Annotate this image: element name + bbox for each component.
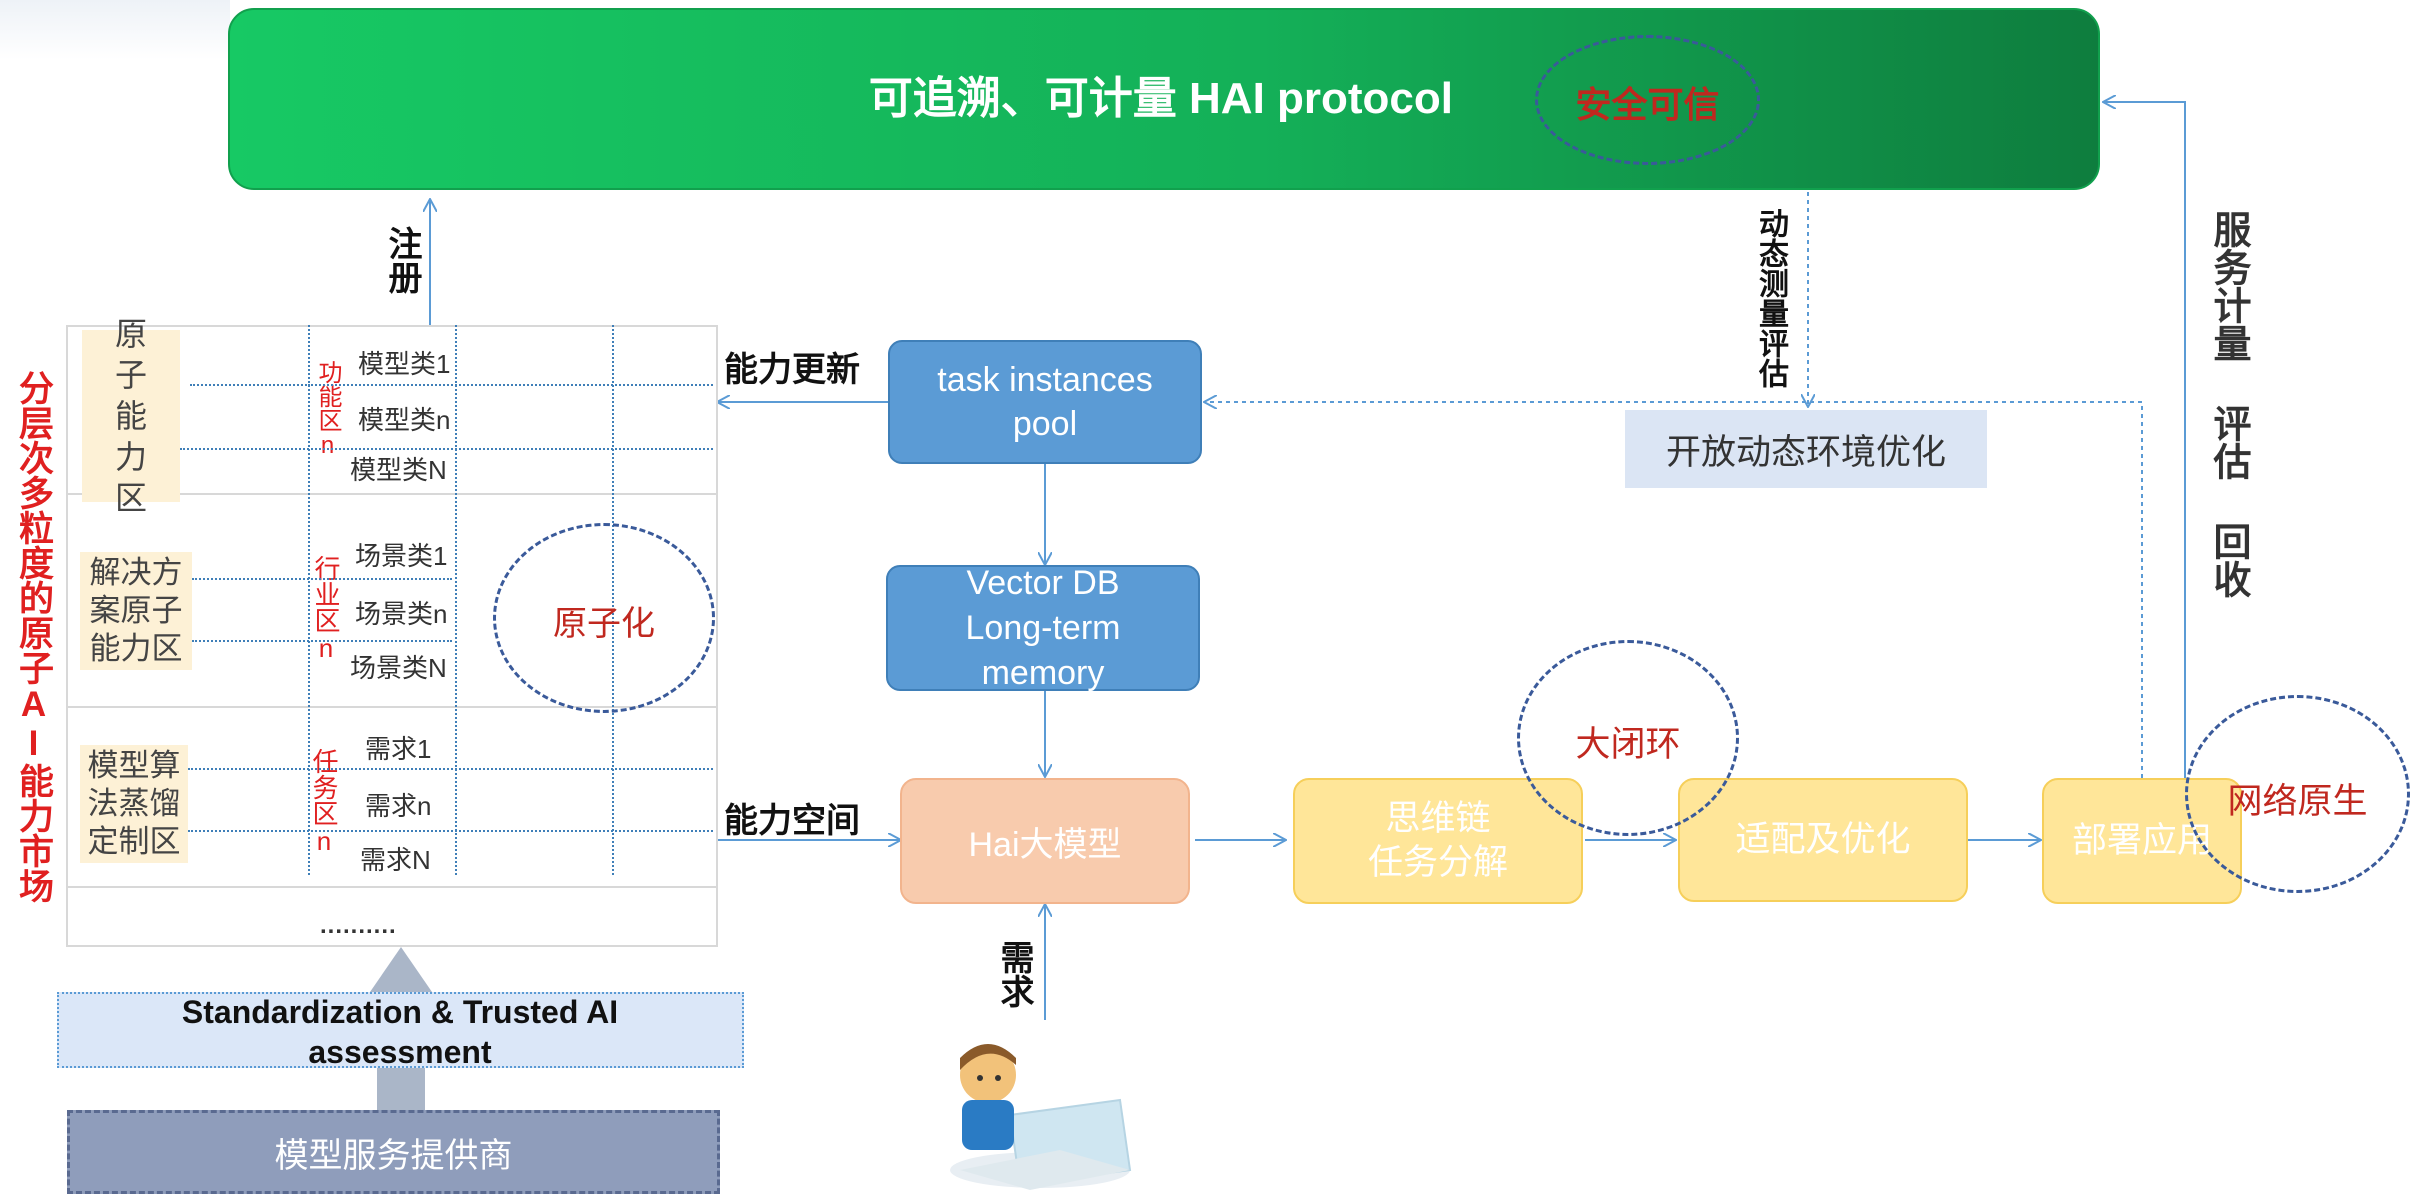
protocol-banner [228, 8, 2100, 190]
hai-model-box[interactable]: Hai大模型 [900, 778, 1190, 904]
zone-solution-label: 解决方案原子能力区 [89, 555, 183, 666]
separator [66, 706, 718, 708]
register-label: 注册 [383, 226, 421, 294]
feedback-arrow [1205, 402, 2143, 778]
list-item[interactable]: 场景类1 [355, 541, 448, 571]
standardization-label: Standardization & Trusted AI assessment [181, 994, 619, 1070]
list-item[interactable]: 模型类1 [358, 349, 451, 379]
list-item[interactable]: 需求n [365, 791, 432, 821]
row-line [308, 384, 713, 386]
row-line [188, 768, 713, 770]
zone-atomic-label: 原子能力区 [114, 315, 147, 516]
row-line [190, 384, 310, 386]
metering-arrow [2104, 102, 2186, 778]
cot-line: 思维链 [1385, 799, 1491, 838]
zone-side-label: 功能区n [314, 360, 341, 459]
trust-circle [1535, 35, 1760, 165]
protocol-title: 可追溯、可计量 HAI protocol [868, 74, 1453, 123]
zone-distill[interactable]: 模型算法蒸馏定制区 [80, 745, 188, 863]
hai-model-label: Hai大模型 [968, 825, 1122, 864]
provider-box[interactable]: 模型服务提供商 [67, 1110, 720, 1194]
row-line [192, 640, 452, 642]
separator [66, 886, 718, 888]
service-metering-label: 服务计量 评估 回收 [2207, 210, 2249, 598]
upload-arrow-head [370, 947, 432, 992]
network-native-label: 网络原生 [2227, 782, 2368, 821]
task-pool-label: task instances pool [937, 361, 1153, 443]
row-line [180, 448, 713, 450]
big-loop-label: 大闭环 [1575, 725, 1681, 764]
row-line [188, 830, 713, 832]
atomize-label: 原子化 [553, 605, 655, 643]
zone-atomic[interactable]: 原子能力区 [82, 316, 180, 516]
cot-box[interactable]: 思维链 任务分解 [1293, 778, 1583, 904]
cot-line: 任务分解 [1367, 843, 1508, 882]
open-env-label: 开放动态环境优化 [1665, 432, 1946, 472]
list-item[interactable]: 场景类n [355, 599, 448, 629]
zone-distill-label: 模型算法蒸馏定制区 [87, 748, 181, 859]
user-at-laptop-icon [940, 1020, 1140, 1190]
capability-space-label: 能力空间 [724, 802, 860, 840]
demand-label: 需求 [995, 940, 1033, 1008]
more-ellipsis: .......... [320, 912, 397, 939]
row-line [192, 578, 452, 580]
zone-side-label: 行业区n [311, 555, 341, 663]
separator [66, 493, 718, 495]
trust-label: 安全可信 [1575, 84, 1720, 125]
standardization-box [57, 992, 744, 1068]
adapt-box[interactable]: 适配及优化 [1678, 778, 1968, 902]
open-env-box[interactable]: 开放动态环境优化 [1625, 410, 1987, 488]
vector-db-line: Long-term [965, 608, 1121, 647]
provider-label: 模型服务提供商 [274, 1136, 513, 1175]
grid-line [455, 325, 457, 875]
adapt-label: 适配及优化 [1735, 820, 1911, 859]
list-item[interactable]: 需求N [360, 845, 431, 875]
zone-side-label: 任务区n [309, 748, 339, 856]
atomize-circle [493, 523, 715, 713]
big-loop-circle [1517, 640, 1739, 836]
capability-update-label: 能力更新 [724, 351, 860, 389]
vector-db-box[interactable]: Vector DB Long-term memory [886, 564, 1200, 692]
list-item[interactable]: 场景类N [350, 653, 447, 683]
vector-db-line: Vector DB [966, 563, 1120, 602]
grid-line [308, 325, 310, 875]
list-item[interactable]: 模型类N [350, 455, 447, 485]
dynamic-eval-label: 动态测量评估 [1754, 208, 1787, 388]
deploy-label: 部署应用 [2071, 821, 2212, 860]
task-pool-box[interactable]: task instances pool [888, 340, 1202, 464]
zone-solution[interactable]: 解决方案原子能力区 [80, 552, 192, 670]
market-title: 分层次多粒度的原子AI能力市场 [14, 370, 53, 903]
network-native-circle [2185, 695, 2410, 893]
vector-db-line: memory [981, 653, 1105, 692]
top-left-shade [0, 0, 230, 60]
list-item[interactable]: 需求1 [365, 734, 432, 764]
list-item[interactable]: 模型类n [358, 405, 451, 435]
